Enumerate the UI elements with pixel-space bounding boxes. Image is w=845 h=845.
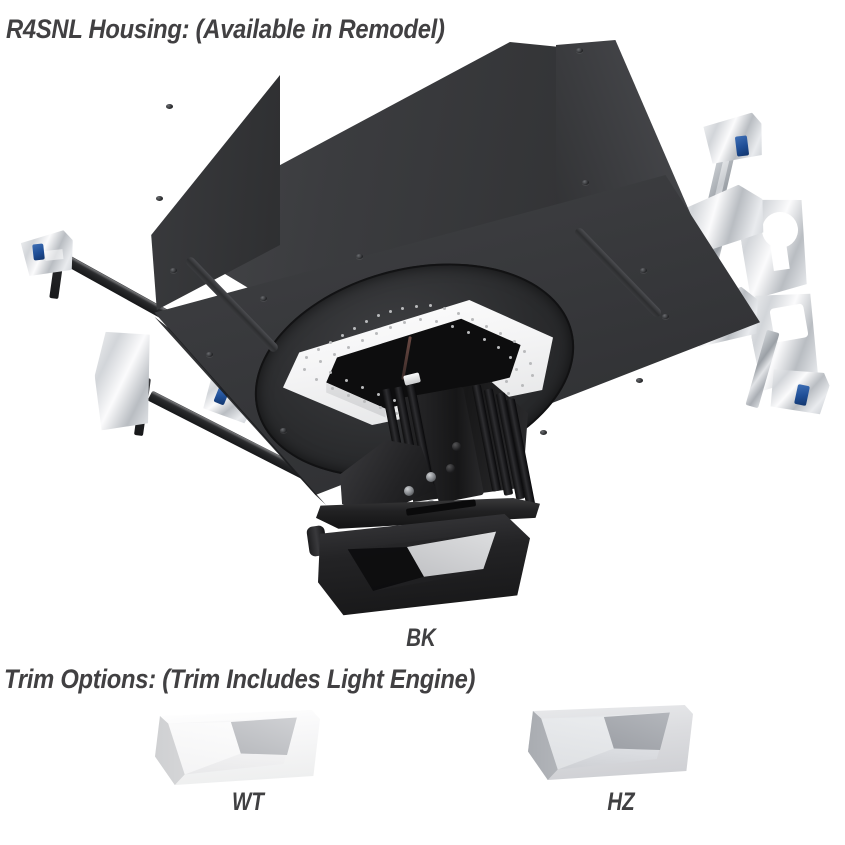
- aiming-pivot-screw: [404, 486, 414, 496]
- housing-screw: [170, 268, 177, 273]
- housing-section-heading: R4SNL Housing: (Available in Remodel): [6, 14, 445, 44]
- finish-label-hz: HZ: [607, 788, 635, 816]
- r4snl-housing-illustration: [0, 40, 845, 630]
- trim-swatch-wt: [155, 710, 320, 785]
- clip-tab-right-upper: [734, 135, 750, 157]
- hz-wall-wash-reflector: [603, 712, 670, 750]
- yoke-screw: [452, 442, 461, 451]
- bracket-plate-left-lower: [92, 327, 177, 430]
- housing-screw: [260, 296, 267, 301]
- finish-label-bk: BK: [406, 624, 436, 652]
- trim-swatch-hz: [528, 705, 693, 780]
- housing-screw: [156, 196, 163, 201]
- clip-tab-left-upper: [32, 243, 45, 261]
- bk-light-engine: [300, 380, 550, 630]
- housing-screw: [636, 378, 643, 383]
- trim-section-heading: Trim Options: (Trim Includes Light Engin…: [4, 664, 476, 694]
- housing-screw: [576, 48, 583, 53]
- housing-screw: [640, 268, 647, 273]
- housing-screw: [166, 104, 173, 109]
- housing-screw: [206, 352, 213, 357]
- yoke-screw: [446, 464, 455, 473]
- housing-screw: [540, 430, 547, 435]
- housing-screw: [662, 314, 669, 319]
- housing-screw: [280, 428, 287, 433]
- housing-screw: [356, 254, 363, 259]
- finish-label-wt: WT: [232, 788, 264, 816]
- wt-wall-wash-reflector: [230, 717, 297, 755]
- aiming-pivot-screw: [426, 472, 436, 482]
- housing-screw: [582, 180, 589, 185]
